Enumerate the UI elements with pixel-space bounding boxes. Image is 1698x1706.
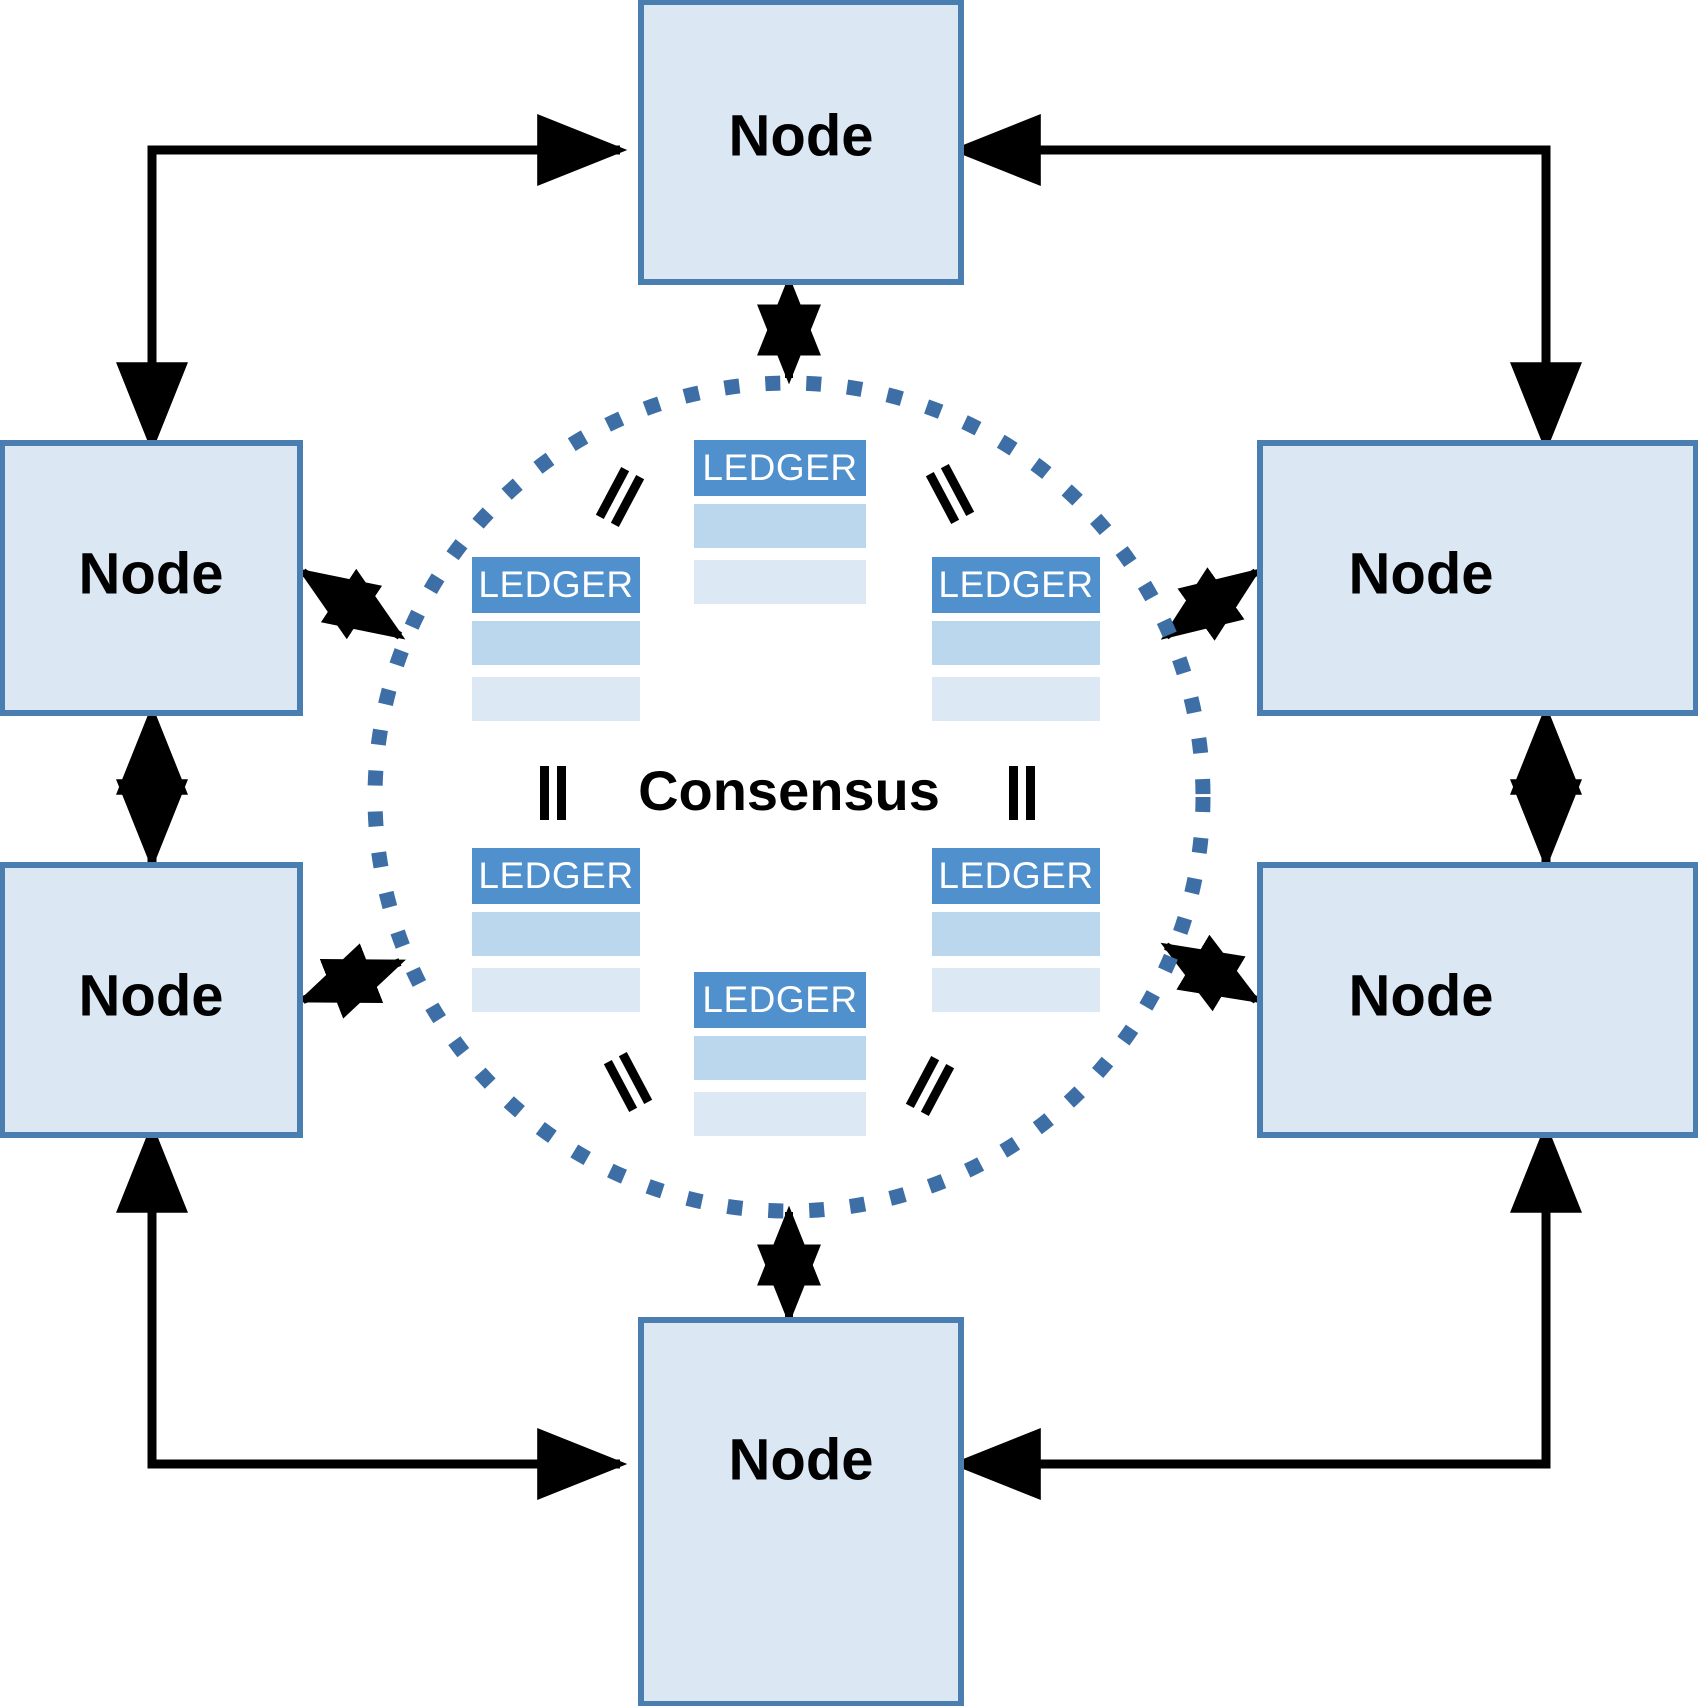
ledger-right-lower-row-1 [932,912,1100,956]
node-left-upper-label: Node [79,541,224,606]
ledger-top-row-2 [694,560,866,604]
connector-right-lower-to-bottom-path [950,1122,1582,1500]
ledger-left-upper-header [472,557,640,613]
ledger-bottom-label: LEDGER [702,979,857,1020]
ledger-bottom[interactable]: LEDGER [694,972,866,1136]
ledger-left-lower-row-1 [472,912,640,956]
ledger-left-upper-label: LEDGER [478,564,633,605]
ledger-right-lower-header [932,848,1100,904]
node-bottom-box[interactable] [638,1317,964,1706]
node-left-lower-box[interactable] [0,862,303,1138]
ledger-bottom-header [694,972,866,1028]
ledger-right-upper-label: LEDGER [938,564,1093,605]
node-right-upper[interactable]: Node [1257,440,1698,716]
node-right-lower[interactable]: Node [1257,862,1698,1138]
ledger-right-upper[interactable]: LEDGER [932,557,1100,721]
ledger-left-lower[interactable]: LEDGER [472,848,640,1012]
node-top-box[interactable] [638,0,964,285]
connector-left-lower-to-center-path [297,943,406,1019]
consensus-label: Consensus [638,759,940,822]
node-right-lower-box[interactable] [1257,862,1698,1138]
connector-right-upper-to-top-path [950,114,1582,453]
node-left-upper-box[interactable] [0,440,303,716]
node-right-upper-box[interactable] [1257,440,1698,716]
connector-left-upper-to-center-path [297,568,406,640]
elbow-connectors [116,114,1582,1500]
connector-left-upper-to-top-path [116,114,628,453]
node-right-upper-label: Node [1349,541,1494,606]
node-left-lower-label: Node [79,963,224,1028]
equality-mark-middle-right [1009,766,1035,820]
node-right-lower-label: Node [1349,963,1494,1028]
ledger-right-upper-header [932,557,1100,613]
equality-mark-upper-left [595,467,645,527]
node-left-upper[interactable]: Node [0,440,303,716]
equality-mark-middle-left [540,766,566,820]
ledger-top-row-1 [694,504,866,548]
ledger-right-lower-label: LEDGER [938,855,1093,896]
ledger-left-upper-row-2 [472,677,640,721]
connector-right-upper-to-center-path [1160,567,1262,641]
ledger-left-upper-row-1 [472,621,640,665]
node-left-lower[interactable]: Node [0,862,303,1138]
spoke-connectors [297,275,1262,1325]
node-bottom-label: Node [729,1427,874,1492]
ledger-bottom-row-2 [694,1092,866,1136]
ledger-left-lower-header [472,848,640,904]
ledger-right-upper-row-1 [932,621,1100,665]
ledger-right-upper-row-2 [932,677,1100,721]
connector-right-lower-to-center-path [1160,934,1262,1012]
consensus-boundary-circle [367,375,1211,1219]
ledger-top-label: LEDGER [702,447,857,488]
equality-mark-lower-left [603,1052,653,1112]
node-top-label: Node [729,103,874,168]
ledger-left-upper[interactable]: LEDGER [472,557,640,721]
node-bottom[interactable]: Node [638,1317,964,1706]
node-top[interactable]: Node [638,0,964,285]
ledger-top-header [694,440,866,496]
ledger-top[interactable]: LEDGER [694,440,866,604]
ledger-bottom-row-1 [694,1036,866,1080]
ledger-right-lower-row-2 [932,968,1100,1012]
equality-mark-upper-right [925,464,975,524]
ledger-left-lower-label: LEDGER [478,855,633,896]
equality-mark-lower-right [905,1056,955,1116]
connector-left-lower-to-bottom-path [116,1122,628,1500]
ledger-left-lower-row-2 [472,968,640,1012]
ledger-right-lower[interactable]: LEDGER [932,848,1100,1012]
